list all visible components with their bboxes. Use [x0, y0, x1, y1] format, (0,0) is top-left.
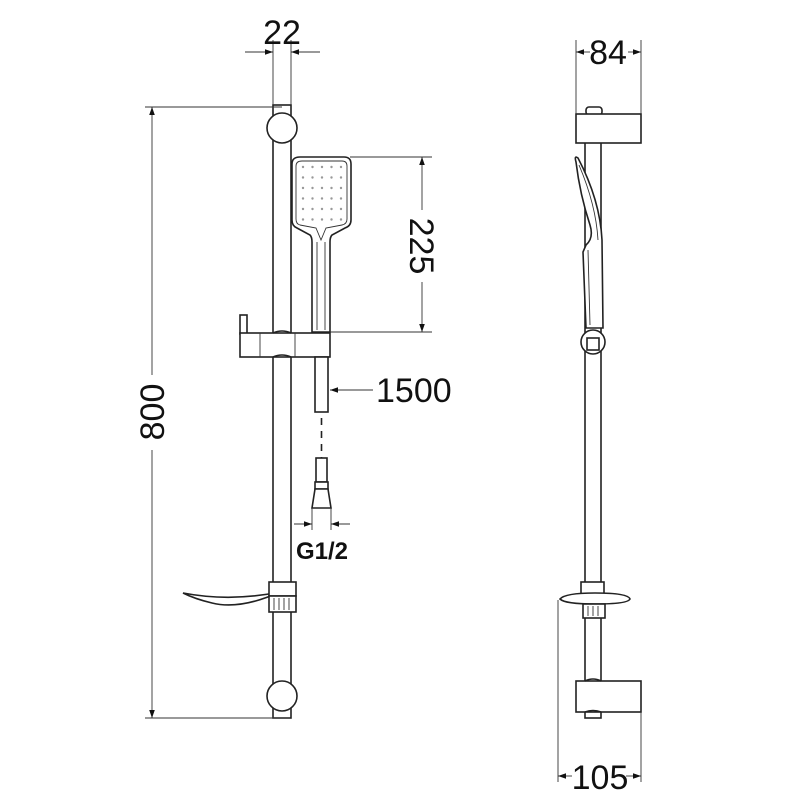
nozzle-dot — [311, 165, 314, 169]
top-bracket-side — [575, 113, 642, 144]
dimension-rail-diameter: 22 — [245, 14, 320, 105]
dimension-label: 84 — [589, 34, 627, 72]
nozzle-dot — [301, 165, 305, 169]
nozzle-dot — [301, 197, 305, 200]
dimension-hand-shower: 225 — [330, 156, 440, 333]
slider-holder — [239, 314, 331, 358]
bottom-wall-bracket — [266, 680, 298, 712]
nozzle-dot — [311, 197, 314, 200]
nozzle-dot — [339, 186, 343, 190]
soap-dish-front — [182, 581, 297, 613]
nozzle-dot — [320, 176, 324, 179]
nozzle-dot — [320, 207, 324, 211]
nozzle-dot — [330, 218, 333, 221]
hand-shower-side — [574, 156, 604, 329]
nozzle-dot — [330, 207, 333, 211]
front-view: 22 800 225 1500 G1/2 — [134, 14, 452, 719]
dimension-projection: 105 — [557, 600, 642, 797]
bottom-bracket-side — [575, 680, 642, 713]
top-wall-bracket — [266, 112, 298, 144]
nozzle-dot — [339, 176, 343, 179]
nozzle-dot — [311, 186, 314, 190]
dimension-label: 800 — [134, 384, 172, 441]
nozzle-dot — [311, 218, 314, 221]
dimension-total-height: 800 — [134, 106, 290, 719]
nozzle-dot — [330, 165, 333, 169]
nozzle-dot — [339, 207, 343, 211]
nozzle-dot — [320, 197, 324, 200]
nozzle-dot — [301, 176, 305, 179]
dimension-label: 105 — [572, 759, 629, 797]
nozzle-dot — [301, 186, 305, 190]
dimension-label: 22 — [263, 14, 301, 52]
nozzle-dot — [330, 197, 333, 200]
nozzle-dot — [301, 207, 305, 211]
nozzle-grid — [301, 165, 343, 221]
dimension-label: 225 — [402, 218, 440, 275]
side-view: 84 105 — [557, 34, 642, 797]
hand-shower — [291, 156, 352, 333]
nozzle-dot — [330, 186, 333, 190]
nozzle-dot — [339, 218, 343, 221]
dimension-label: 1500 — [376, 372, 452, 410]
nozzle-dot — [320, 165, 324, 169]
shower-hose — [311, 356, 332, 509]
nozzle-dot — [311, 176, 314, 179]
nozzle-dot — [320, 218, 324, 221]
nozzle-dot — [339, 165, 343, 169]
dimension-hose: 1500 — [330, 372, 452, 410]
nozzle-dot — [320, 186, 324, 190]
nozzle-dot — [330, 176, 333, 179]
soap-dish-side — [558, 581, 631, 619]
nozzle-dot — [301, 218, 305, 221]
nozzle-dot — [339, 197, 343, 200]
dimension-bracket-depth: 84 — [575, 34, 642, 114]
dimension-thread: G1/2 — [294, 508, 350, 565]
nozzle-dot — [311, 207, 314, 211]
slide-rail — [272, 104, 292, 719]
dimension-label: G1/2 — [296, 538, 348, 565]
